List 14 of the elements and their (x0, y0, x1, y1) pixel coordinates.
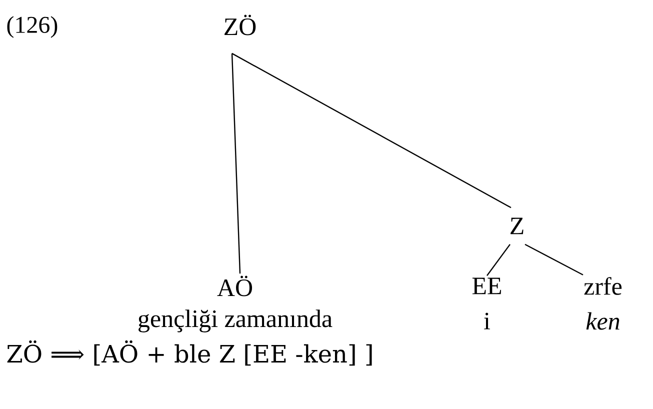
word-gloss: gençliği zamanında (138, 310, 332, 332)
tree-label: AÖ (217, 276, 252, 296)
rule-text: ZÖ ⟹ [AÖ + ble Z [EE -ken] ] (7, 340, 372, 366)
tree-label: zrfe (584, 277, 622, 295)
example-number: (126) (7, 16, 58, 38)
tree-branch (232, 52, 512, 208)
word-gloss: i (484, 312, 490, 330)
tree-branch (524, 244, 584, 276)
tree-branch (231, 53, 241, 274)
tree-label: ZÖ (224, 14, 256, 36)
tree-branch (486, 244, 510, 276)
tree-label: Z (510, 218, 524, 234)
tree-label: EE (472, 278, 502, 294)
word-gloss: ken (586, 312, 620, 330)
